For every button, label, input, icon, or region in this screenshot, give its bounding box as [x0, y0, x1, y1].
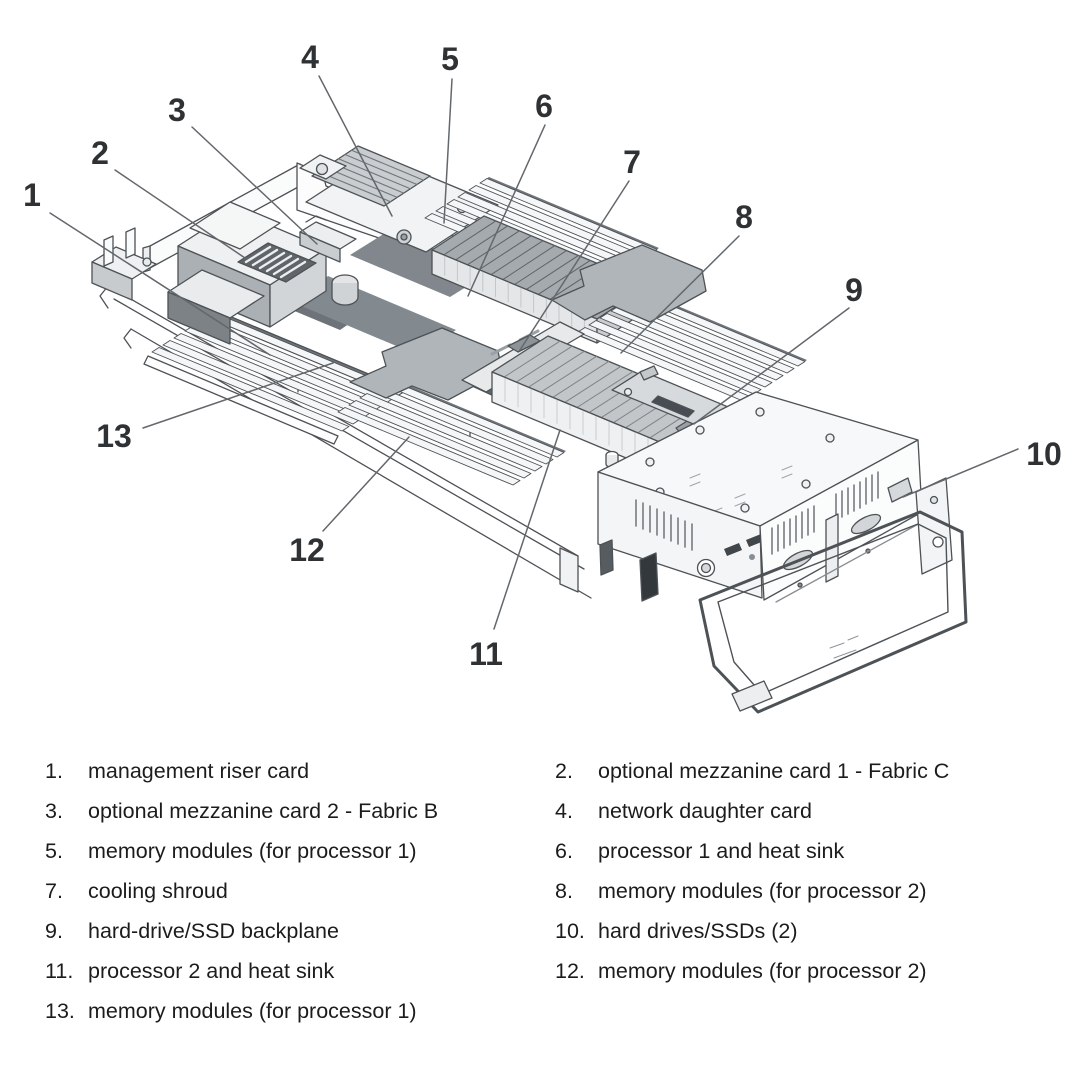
legend-item: 5. memory modules (for processor 1)	[45, 837, 555, 877]
callout-8: 8	[735, 199, 753, 235]
leader-line-11	[493, 429, 561, 630]
legend-item: 1. management riser card	[45, 757, 555, 797]
legend-item-label: optional mezzanine card 1 - Fabric C	[598, 759, 950, 783]
callout-6: 6	[535, 88, 553, 124]
legend-item-label: memory modules (for processor 2)	[598, 879, 927, 903]
legend-item: 13. memory modules (for processor 1)	[45, 997, 555, 1037]
management-riser-card	[167, 201, 327, 345]
server-exploded-view: 1 2 3 4 5 6 7 8 9 10 11 12 13	[23, 39, 1062, 714]
leader-line-7	[519, 180, 630, 351]
component-legend: 1. management riser card 2. optional mez…	[45, 757, 1045, 1037]
legend-item-label: memory modules (for processor 1)	[88, 839, 417, 863]
legend-item-number: 5.	[45, 839, 63, 863]
legend-item-number: 1.	[45, 759, 63, 783]
legend-item-label: cooling shroud	[88, 879, 228, 903]
callout-leader-lines	[49, 75, 1019, 630]
callout-5: 5	[441, 41, 459, 77]
legend-item-number: 9.	[45, 919, 63, 943]
legend-item-label: hard-drive/SSD backplane	[88, 919, 339, 943]
callout-13: 13	[96, 418, 132, 454]
legend-item-label: memory modules (for processor 1)	[88, 999, 417, 1023]
legend-item-label: hard drives/SSDs (2)	[598, 919, 798, 943]
legend-item-label: memory modules (for processor 2)	[598, 959, 927, 983]
leader-line-10	[902, 448, 1019, 498]
leader-line-1	[49, 212, 271, 356]
legend-item-number: 13.	[45, 999, 75, 1023]
callout-3: 3	[168, 92, 186, 128]
legend-item-number: 4.	[555, 799, 573, 823]
memory-bank-processor2-front	[337, 378, 566, 486]
front-panel-vents-left	[635, 499, 693, 551]
mezzanine-card-2-bracket	[299, 215, 357, 263]
leader-line-6	[467, 124, 546, 297]
leader-line-4	[318, 75, 393, 217]
leader-line-12	[322, 436, 410, 532]
server-interior-diagram: 1 2 3 4 5 6 7 8 9 10 11 12 13	[23, 39, 1062, 714]
usb-ports	[724, 534, 764, 560]
legend-item-number: 7.	[45, 879, 63, 903]
legend-item: 7. cooling shroud	[45, 877, 555, 917]
chassis-rails	[99, 285, 592, 599]
callout-numbers: 1 2 3 4 5 6 7 8 9 10 11 12 13	[23, 39, 1062, 672]
callout-11: 11	[469, 636, 503, 672]
leader-line-5	[443, 78, 453, 224]
callout-12: 12	[289, 532, 325, 568]
callout-10: 10	[1026, 436, 1062, 472]
legend-item-label: management riser card	[88, 759, 310, 783]
leader-line-3	[191, 126, 318, 245]
callout-9: 9	[845, 272, 863, 308]
legend-item-label: network daughter card	[598, 799, 812, 823]
legend-item: 3. optional mezzanine card 2 - Fabric B	[45, 797, 555, 837]
legend-item: 4. network daughter card	[555, 797, 1035, 837]
legend-item-number: 8.	[555, 879, 573, 903]
legend-item-label: processor 2 and heat sink	[88, 959, 335, 983]
leader-line-9	[693, 307, 850, 425]
callout-2: 2	[91, 135, 109, 171]
legend-item-number: 10.	[555, 919, 585, 943]
legend-item: 11. processor 2 and heat sink	[45, 957, 555, 997]
callout-4: 4	[301, 39, 319, 75]
leader-line-13	[142, 362, 334, 429]
legend-item: 8. memory modules (for processor 2)	[555, 877, 1035, 917]
mezzanine-card-1-connector	[237, 242, 317, 283]
legend-item-label: optional mezzanine card 2 - Fabric B	[88, 799, 439, 823]
legend-item-number: 12.	[555, 959, 585, 983]
legend-item: 6. processor 1 and heat sink	[555, 837, 1035, 877]
rear-connector-assembly	[91, 227, 157, 301]
legend-item-number: 3.	[45, 799, 63, 823]
legend-item-number: 6.	[555, 839, 573, 863]
callout-1: 1	[23, 177, 41, 213]
legend-item: 9. hard-drive/SSD backplane	[45, 917, 555, 957]
legend-item-number: 11.	[45, 959, 74, 983]
legend-item-label: processor 1 and heat sink	[598, 839, 845, 863]
legend-item: 10. hard drives/SSDs (2)	[555, 917, 1035, 957]
legend-item: 12. memory modules (for processor 2)	[555, 957, 1035, 997]
cage-etch-marks	[689, 465, 793, 513]
legend-item-number: 2.	[555, 759, 573, 783]
legend-item: 2. optional mezzanine card 1 - Fabric C	[555, 757, 1035, 797]
power-button	[696, 558, 716, 578]
leader-line-2	[114, 169, 246, 259]
blade-handle	[698, 510, 968, 714]
callout-7: 7	[623, 144, 641, 180]
leader-line-8	[620, 235, 740, 354]
